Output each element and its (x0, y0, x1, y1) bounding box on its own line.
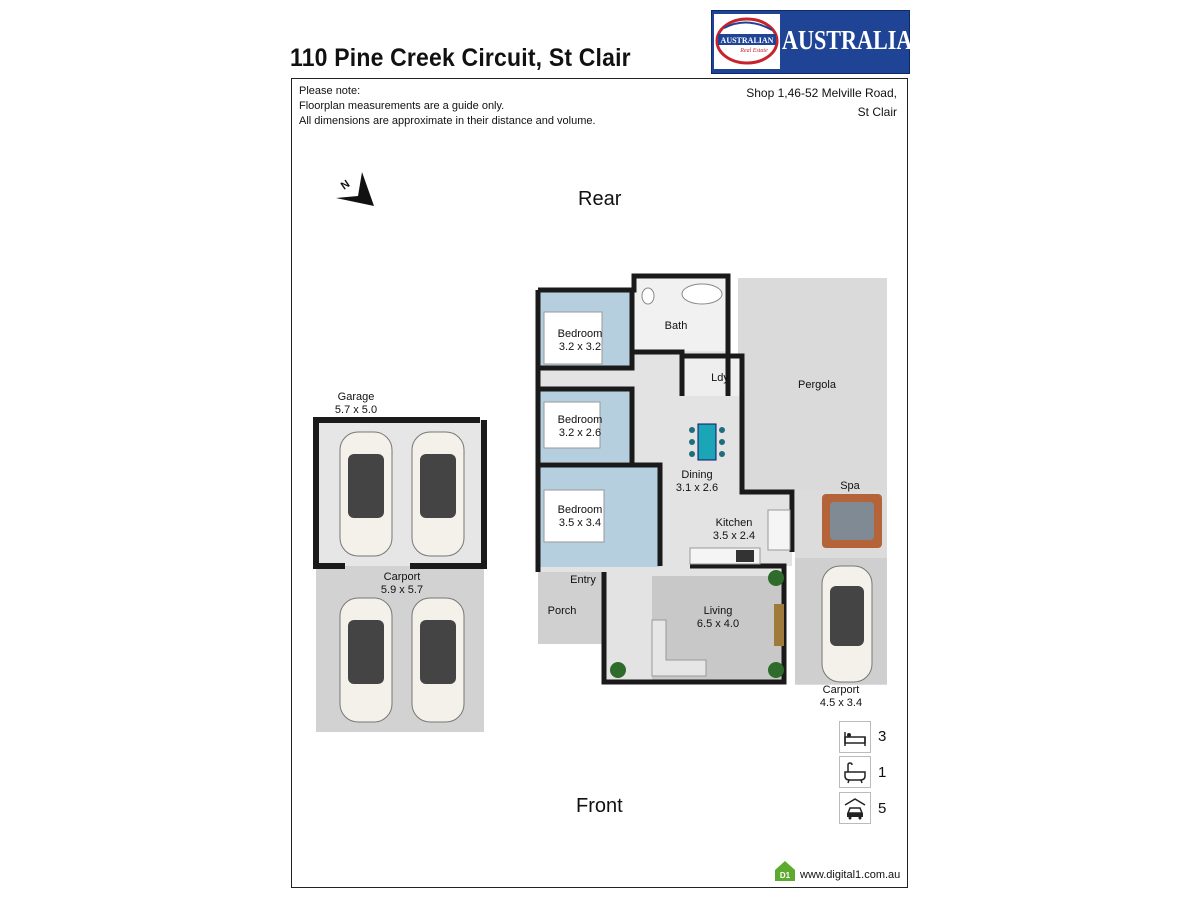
laundry-label: Ldy (711, 372, 729, 384)
plants (610, 570, 784, 678)
cooktop (736, 550, 754, 562)
disclaimer-note: Please note: Floorplan measurements are … (299, 84, 596, 129)
note-line-1: Floorplan measurements are a guide only. (299, 100, 505, 112)
cars (339, 431, 873, 723)
kitchen-name: Kitchen (715, 517, 753, 529)
pergola-area (738, 278, 887, 490)
bedroom3-dims: 3.5 x 3.4 (558, 517, 602, 529)
garage-walls (313, 417, 487, 569)
porch-floor (538, 572, 604, 644)
carport-left-label: Carport 5.9 x 5.7 (381, 571, 423, 597)
beds (543, 311, 605, 543)
garage-label: Garage 5.7 x 5.0 (335, 391, 377, 417)
carport-left-dims: 5.9 x 5.7 (380, 584, 424, 596)
dining-chairs (689, 427, 725, 457)
spa-label: Spa (840, 480, 860, 492)
carport-right-name: Carport (822, 684, 860, 696)
porch-label: Porch (547, 605, 577, 617)
logo-badge: AUSTRALIAN Real Estate (714, 14, 780, 69)
north-arrow-icon: N (336, 172, 374, 206)
garage-name: Garage (337, 391, 375, 403)
dining-label: Dining 3.1 x 2.6 (676, 469, 718, 495)
bedroom2-name: Bedroom (557, 414, 603, 426)
pergola-label: Pergola (798, 379, 836, 391)
agency-logo: AUSTRALIAN Real Estate AUSTRALIAN (711, 10, 928, 74)
digital1-logo-icon: D1 (775, 861, 795, 881)
note-heading: Please note: (299, 85, 361, 97)
entry-label: Entry (570, 574, 596, 586)
footer-url[interactable]: www.digital1.com.au (800, 869, 901, 881)
bedroom1-label: Bedroom 3.2 x 3.2 (558, 328, 603, 354)
svg-text:AUSTRALIAN: AUSTRALIAN (721, 36, 774, 45)
toilet (641, 287, 655, 305)
living-label: Living 6.5 x 4.0 (697, 605, 739, 631)
kitchen-dims: 3.5 x 2.4 (712, 530, 756, 542)
dining-table (697, 423, 717, 461)
carport-left-name: Carport (383, 571, 421, 583)
digital1-badge-text: D1 (780, 871, 791, 880)
bedroom3-name: Bedroom (557, 504, 603, 516)
kitchen-sink (767, 509, 791, 551)
car-space-count: 5 (878, 800, 887, 817)
bedroom1-name: Bedroom (557, 328, 603, 340)
bath-icon (839, 756, 871, 788)
tv-unit (774, 604, 784, 646)
dining-dims: 3.1 x 2.6 (675, 482, 719, 494)
bedroom2-label: Bedroom 3.2 x 2.6 (558, 414, 603, 440)
property-address-title: 110 Pine Creek Circuit, St Clair (290, 44, 631, 72)
carport-right-dims: 4.5 x 3.4 (819, 697, 863, 709)
brand-name: AUSTRALIAN (782, 25, 929, 55)
front-label: Front (576, 795, 623, 817)
bathroom-count: 1 (878, 764, 887, 781)
office-address: Shop 1,46-52 Melville Road, St Clair (746, 84, 897, 122)
sofa (651, 619, 707, 677)
living-dims: 6.5 x 4.0 (696, 618, 740, 630)
kitchen-label: Kitchen 3.5 x 2.4 (713, 517, 755, 543)
floorplan-frame (291, 78, 908, 888)
bedroom-count: 3 (878, 728, 887, 745)
bedroom2-dims: 3.2 x 2.6 (558, 427, 602, 439)
dining-name: Dining (681, 469, 713, 481)
office-address-line-1: Shop 1,46-52 Melville Road, (746, 86, 897, 100)
bedroom1-dims: 3.2 x 3.2 (558, 341, 602, 353)
car-icon (839, 792, 871, 824)
note-line-2: All dimensions are approximate in their … (299, 115, 596, 127)
living-name: Living (703, 605, 733, 617)
svg-text:Real Estate: Real Estate (739, 48, 768, 54)
house-walls (535, 273, 795, 685)
spa-water (830, 502, 874, 540)
bed-icon (839, 721, 871, 753)
carport-right-label: Carport 4.5 x 3.4 (820, 684, 862, 710)
office-address-line-2: St Clair (857, 105, 897, 119)
bedroom3-label: Bedroom 3.5 x 3.4 (558, 504, 603, 530)
rear-label: Rear (578, 188, 622, 210)
garage-dims: 5.7 x 5.0 (334, 404, 378, 416)
bath-label: Bath (664, 320, 688, 332)
bathtub (681, 283, 723, 305)
